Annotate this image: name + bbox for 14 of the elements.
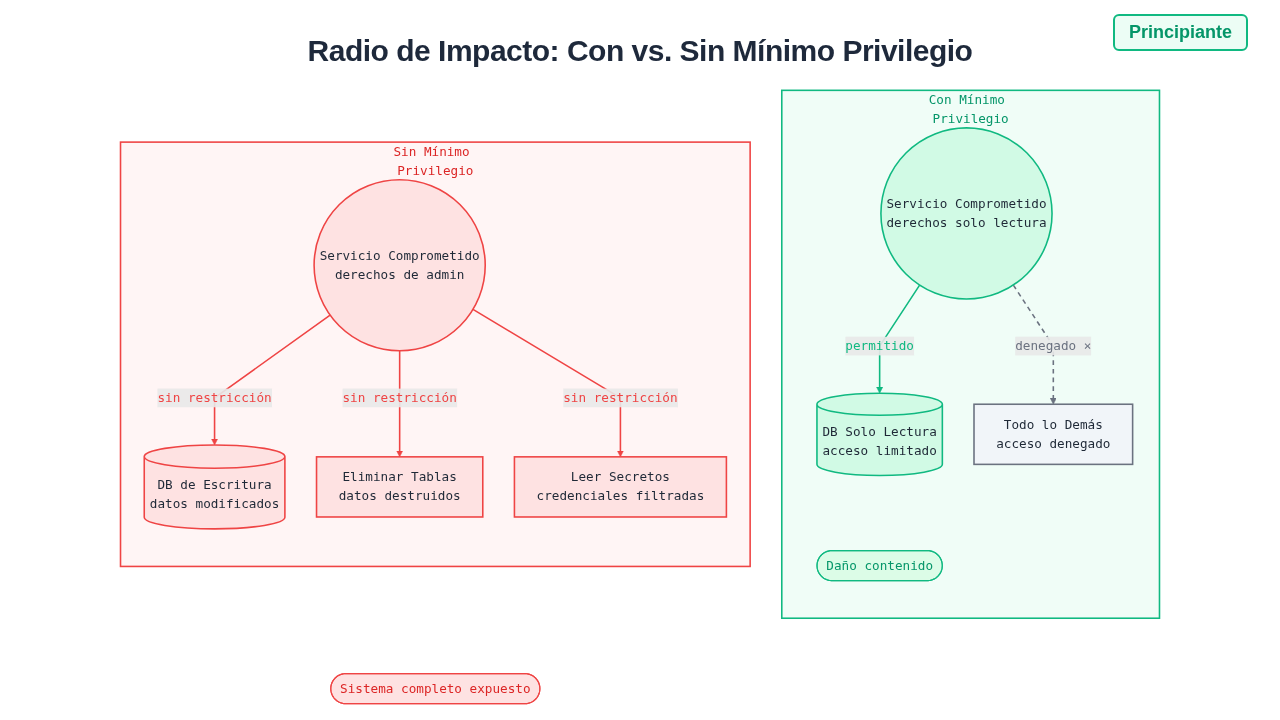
edge-label: sin restricción [342, 389, 457, 406]
edge-label: sin restricción [157, 389, 272, 406]
level-badge: Principiante [1112, 14, 1248, 51]
edge-label: permitido [845, 338, 914, 354]
node-circle: Servicio Comprometido derechos de admin [313, 178, 486, 352]
edge-label: sin restricción [563, 389, 678, 406]
node-box: Eliminar Tablas datos destruidos [315, 456, 484, 518]
node-box: Todo lo Demás acceso denegado [973, 403, 1134, 466]
edge-label: denegado × [1015, 338, 1092, 354]
diagram-title: Radio de Impacto: Con vs. Sin Mínimo Privilegio [306, 34, 974, 68]
node-circle: Servicio Comprometido derechos solo lectura [880, 127, 1053, 300]
arrow [1012, 284, 1057, 405]
node-box: Leer Secretos credenciales filtradas [513, 456, 728, 518]
arrow [472, 308, 624, 458]
